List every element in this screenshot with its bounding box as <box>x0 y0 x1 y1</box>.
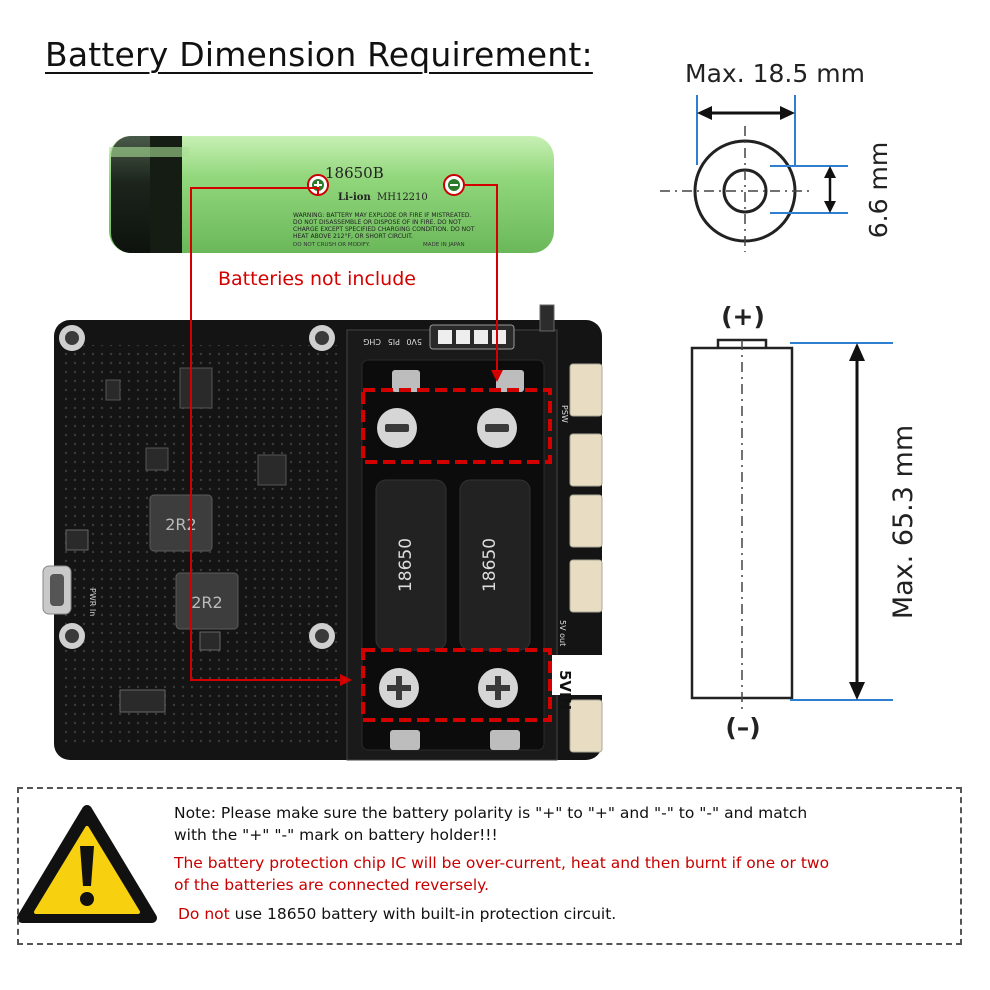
positive-terminal-label: (+) <box>721 302 765 331</box>
battery-illustration: 18650B Li-ion MH12210 WARNING: BATTERY M… <box>109 136 554 253</box>
clip-bottom-2 <box>490 730 520 750</box>
minus-connector-line <box>465 184 498 372</box>
warning-icon <box>17 805 157 923</box>
arrow-down-icon <box>491 370 503 382</box>
note-line-2: with the "+" "-" mark on battery holder!… <box>174 826 498 844</box>
batteries-not-included-label: Batteries not include <box>218 268 416 290</box>
minus-icon <box>385 424 409 432</box>
battery-footer-left: DO NOT CRUSH OR MODIFY. <box>293 242 370 248</box>
connector-5 <box>569 699 603 753</box>
diameter-label: Max. 18.5 mm <box>685 59 865 88</box>
connector-3 <box>569 494 603 548</box>
holder-label-2: 18650 <box>480 538 500 592</box>
arrow-down-icon <box>849 682 865 700</box>
label-pi5: PI5 <box>388 337 400 346</box>
polarity-callouts <box>190 184 552 722</box>
label-chg: CHG <box>363 337 381 346</box>
arrow-up-icon <box>824 166 836 178</box>
plus-connector-line <box>190 187 340 681</box>
battery-body <box>109 136 554 253</box>
battery-warning-2: DO NOT DISASSEMBLE OR DISPOSE OF IN FIRE… <box>293 219 462 226</box>
ic-chip-1 <box>179 367 213 409</box>
note-line-3: The battery protection chip IC will be o… <box>174 854 830 872</box>
label-5vin: 5VIN <box>556 670 574 710</box>
battery-type: Li-ion <box>338 192 371 203</box>
side-view-drawing: (+) Max. 65.3 mm (–) <box>690 302 919 742</box>
clip-top-2 <box>496 370 524 392</box>
page-title: Battery Dimension Requirement: <box>45 35 593 74</box>
negative-terminal-label: (–) <box>725 713 760 742</box>
battery-warning-1: WARNING: BATTERY MAY EXPLODE OR FIRE IF … <box>293 212 472 219</box>
note-line-5-warning: Do not <box>178 905 230 923</box>
minus-icon <box>485 424 509 432</box>
inductor-1-label: 2R2 <box>165 515 196 534</box>
arrow-right-icon <box>340 674 352 686</box>
plus-callout-box <box>361 648 552 722</box>
battery-warning-3: CHARGE EXCEPT SPECIFIED CHARGING CONDITI… <box>293 226 475 233</box>
clip-top-1 <box>392 370 420 392</box>
label-5v-out: 5V out <box>558 620 567 646</box>
ic-chip-2 <box>257 454 287 486</box>
plus-icon <box>486 676 510 700</box>
battery-warning-4: HEAT ABOVE 212°F, OR SHORT CIRCUIT. <box>293 233 413 240</box>
holder-label-1: 18650 <box>396 538 416 592</box>
arrow-left-icon <box>697 106 712 120</box>
clip-bottom-1 <box>390 730 420 750</box>
note-line-5-rest: use 18650 battery with built-in protecti… <box>229 905 617 923</box>
label-5v0: 5V0 <box>406 337 422 346</box>
label-psw: PSW <box>560 405 569 423</box>
connector-2 <box>569 433 603 487</box>
connector-4 <box>569 559 603 613</box>
connector-1 <box>569 363 603 417</box>
battery-model: 18650B <box>325 164 384 182</box>
note-box <box>17 787 962 945</box>
ic-chip-3 <box>145 447 169 471</box>
note-line-4: of the batteries are connected reversely… <box>174 876 490 894</box>
pin-diameter-label: 6.6 mm <box>864 142 893 238</box>
note-line-1: Note: Please make sure the battery polar… <box>174 804 808 822</box>
side-connectors <box>569 363 603 753</box>
inductor-1 <box>149 494 213 552</box>
note-line-5: Do not use 18650 battery with built-in p… <box>178 905 616 923</box>
minus-callout-box <box>361 388 552 464</box>
battery-code: MH12210 <box>377 192 428 203</box>
length-label: Max. 65.3 mm <box>888 425 919 619</box>
plus-icon <box>387 676 411 700</box>
inductor-2-label: 2R2 <box>191 593 222 612</box>
pwr-in-label: PWR In <box>88 588 97 616</box>
arrow-right-icon <box>780 106 795 120</box>
arrow-down-icon <box>824 201 836 213</box>
top-view-drawing: 6.6 mm <box>660 95 893 252</box>
arrow-up-icon <box>849 343 865 361</box>
pcb-board: 2R2 2R2 PWR In 18650 18650 <box>42 304 603 761</box>
power-switch <box>539 304 555 332</box>
battery-footer-right: MADE IN JAPAN <box>423 242 465 248</box>
